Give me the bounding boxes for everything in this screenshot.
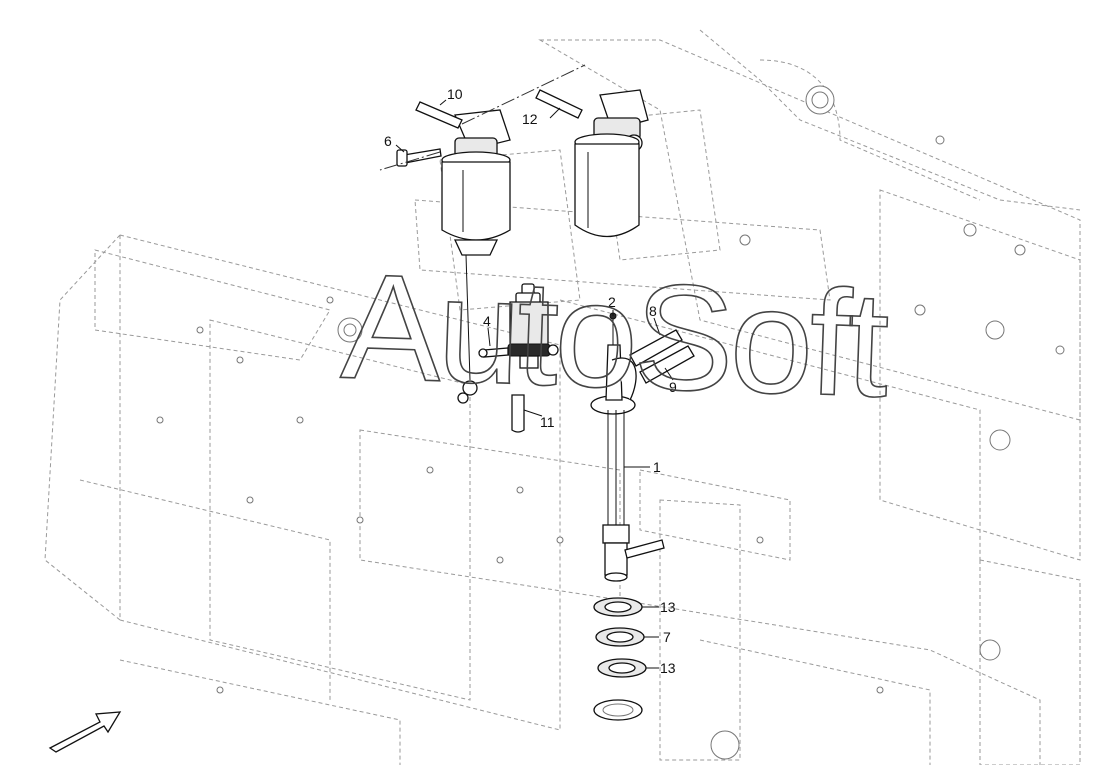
callout-8: 8: [649, 303, 657, 319]
fuel-pump: [507, 283, 559, 369]
screw-4: [478, 347, 509, 358]
callout-10: 10: [447, 86, 463, 102]
sender-unit-1: [590, 344, 665, 582]
callout-1: 1: [653, 459, 661, 475]
gasket-13-lower: [597, 658, 647, 678]
pin-10: [415, 101, 463, 129]
gasket-7: [595, 627, 645, 647]
tank-opening: [593, 699, 643, 721]
callout-12: 12: [522, 111, 538, 127]
callout-2: 2: [608, 294, 616, 310]
hose-11: [511, 394, 525, 433]
hose-9: [639, 345, 695, 384]
callout-4: 4: [483, 313, 491, 329]
machine-frame: [44, 29, 1081, 765]
callout-9: 9: [669, 379, 677, 395]
callout-11: 11: [540, 414, 555, 430]
callout-13-upper: 13: [660, 599, 676, 615]
callouts: 10 12 6 4 2 8 9 11 1 13 7 13: [384, 86, 677, 676]
hose-8: [629, 329, 683, 367]
callout-13-lower: 13: [660, 660, 676, 676]
fuel-filter-left: [441, 109, 511, 404]
pin-12: [535, 89, 583, 119]
fuel-filter-right: [574, 89, 649, 238]
gasket-13-upper: [593, 597, 643, 617]
callout-6: 6: [384, 133, 392, 149]
watermark: AutoSoft: [339, 241, 891, 428]
orientation-arrow-icon: [48, 711, 122, 753]
callout-7: 7: [663, 629, 671, 645]
leader-lines: [395, 99, 674, 669]
